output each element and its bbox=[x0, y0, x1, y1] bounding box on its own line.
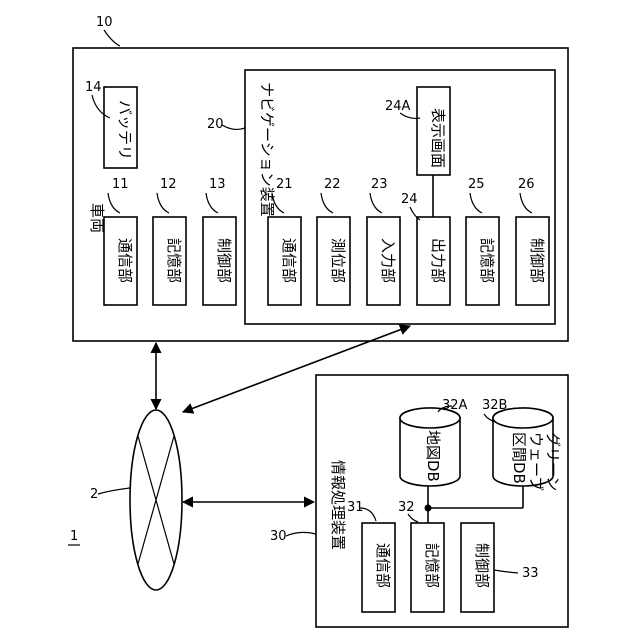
battery-label: バッテリ bbox=[116, 100, 134, 160]
battery-ref: 14 bbox=[85, 80, 102, 95]
system-ref: 1 bbox=[70, 529, 78, 544]
greenwave-db-label-line2: ウェーブ bbox=[527, 432, 545, 491]
nav-unit-ref: 23 bbox=[371, 177, 388, 192]
vehicle-unit-label: 通信部 bbox=[116, 238, 134, 283]
info-unit-label: 制御部 bbox=[473, 543, 491, 588]
display-screen-ref: 24A bbox=[385, 99, 411, 114]
nav-unit-ref: 25 bbox=[468, 177, 485, 192]
vehicle-leader-line bbox=[104, 30, 120, 46]
info-processing-label: 情報処理装置 bbox=[329, 460, 347, 550]
vehicle-unit-label: 記憶部 bbox=[165, 238, 183, 283]
nav-unit-ref: 21 bbox=[276, 177, 293, 192]
junction-dot bbox=[425, 505, 432, 512]
nav-unit-ref: 22 bbox=[324, 177, 341, 192]
display-screen-label: 表示画面 bbox=[429, 108, 447, 168]
network-leader-line bbox=[98, 488, 130, 494]
info-unit-ref: 33 bbox=[522, 566, 539, 581]
map-db-cylinder: 地図DB 32A bbox=[400, 398, 468, 486]
navigation-ref: 20 bbox=[207, 117, 224, 132]
nav-unit-label: 通信部 bbox=[280, 238, 298, 283]
nav-unit-label: 出力部 bbox=[429, 238, 447, 283]
nav-unit-ref: 26 bbox=[518, 177, 535, 192]
nav-unit-label: 記憶部 bbox=[478, 238, 496, 283]
nav-unit-ref: 24 bbox=[401, 192, 418, 207]
nav-unit-label: 測位部 bbox=[329, 238, 347, 283]
info-processing-leader-line bbox=[286, 532, 316, 536]
vehicle-unit-label: 制御部 bbox=[215, 238, 233, 283]
info-unit-label: 通信部 bbox=[374, 543, 392, 588]
greenwave-db-ref: 32B bbox=[482, 398, 507, 413]
info-processing-ref: 30 bbox=[270, 529, 287, 544]
greenwave-db-label-line3: 区間DB bbox=[510, 432, 528, 484]
map-db-ref: 32A bbox=[442, 398, 468, 413]
nav-unit-label: 制御部 bbox=[528, 238, 546, 283]
vehicle-unit-ref: 11 bbox=[112, 177, 129, 192]
map-db-label: 地図DB bbox=[424, 430, 442, 482]
vehicle-unit-ref: 12 bbox=[160, 177, 177, 192]
vehicle-ref: 10 bbox=[96, 15, 113, 30]
info-unit-label: 記憶部 bbox=[423, 543, 441, 588]
nav-unit-label: 入力部 bbox=[379, 238, 397, 283]
vehicle-unit-ref: 13 bbox=[209, 177, 226, 192]
info-unit-ref: 32 bbox=[398, 500, 415, 515]
network-ref: 2 bbox=[90, 487, 98, 502]
greenwave-db-label-line1: グリーン bbox=[544, 432, 562, 491]
navigation-label: ナビゲーション装置 bbox=[258, 82, 276, 217]
